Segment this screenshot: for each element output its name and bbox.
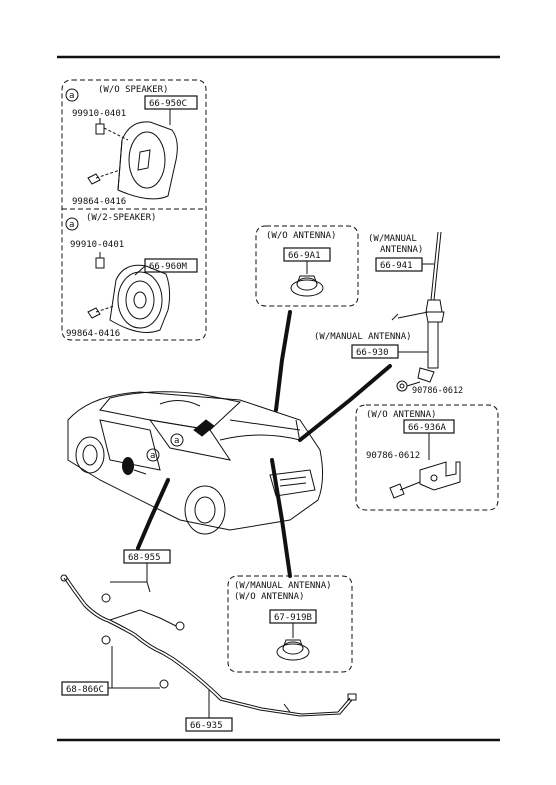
car-illustration bbox=[67, 391, 324, 535]
antenna-base-bolt-icon bbox=[396, 367, 435, 392]
wo-antenna-top-frame bbox=[255, 225, 359, 307]
manual-antenna-2-title: (W/MANUAL ANTENNA) bbox=[314, 332, 412, 342]
speaker-location-mark bbox=[122, 457, 134, 475]
wo-speaker-title: (W/O SPEAKER) bbox=[98, 85, 168, 95]
speaker-group-frame bbox=[61, 79, 207, 341]
manual-antenna-part: 66-941 bbox=[380, 261, 413, 271]
wo-speaker-bolt-top: 99910-0401 bbox=[72, 109, 126, 119]
wo-speaker-part-box bbox=[144, 95, 198, 110]
speaker-icon bbox=[109, 264, 171, 333]
manual-antenna-title-1: (W/MANUAL bbox=[368, 234, 417, 244]
manual-antenna-title-2: ANTENNA) bbox=[380, 245, 423, 255]
w2-speaker-title: (W/2-SPEAKER) bbox=[86, 213, 156, 223]
callout-a-marker-1: a bbox=[65, 88, 79, 102]
wo-speaker-bolt-bottom: 99864-0416 bbox=[72, 197, 126, 207]
leader-bottom-combo bbox=[270, 458, 292, 578]
leader-harness bbox=[136, 478, 170, 550]
svg-text:a: a bbox=[174, 436, 179, 446]
bottom-combo-part: 67-919B bbox=[274, 613, 312, 623]
clip-icon-2 bbox=[95, 252, 105, 269]
bracket-bolt-icon bbox=[389, 481, 421, 499]
svg-text:a: a bbox=[69, 220, 74, 230]
harness-clip-part: 68-866C bbox=[66, 685, 104, 695]
leader-manual-antenna bbox=[298, 364, 392, 442]
wo-antenna-right-frame bbox=[355, 404, 499, 511]
harness-icon bbox=[60, 563, 357, 717]
wo-antenna-top-title: (W/O ANTENNA) bbox=[266, 231, 336, 241]
clip-icon-1 bbox=[95, 118, 129, 141]
wo-antenna-right-part: 66-936A bbox=[408, 423, 447, 433]
bracket-icon bbox=[419, 461, 461, 491]
manual-antenna-2-part: 66-930 bbox=[356, 348, 389, 358]
manual-antenna-2-bolt: 90786-0612 bbox=[412, 386, 463, 396]
w2-speaker-part: 66-960M bbox=[149, 262, 188, 272]
svg-text:a: a bbox=[69, 91, 74, 101]
harness-main-part: 68-955 bbox=[128, 553, 161, 563]
bottom-combo-frame bbox=[227, 575, 353, 673]
callout-a-marker-car-1: a bbox=[170, 433, 184, 447]
callout-a-marker-2: a bbox=[65, 217, 79, 231]
callout-a-marker-car-2: a bbox=[146, 448, 160, 462]
screw-icon-2 bbox=[87, 305, 115, 319]
svg-text:a: a bbox=[150, 451, 155, 461]
wo-speaker-part: 66-950C bbox=[149, 99, 187, 109]
wo-antenna-right-bolt: 90786-0612 bbox=[366, 451, 420, 461]
speaker-cover-plate bbox=[117, 121, 178, 200]
bottom-combo-title-2: (W/O ANTENNA) bbox=[234, 592, 304, 602]
w2-speaker-bolt-top: 99910-0401 bbox=[70, 240, 124, 250]
antenna-mast-icon bbox=[391, 231, 445, 369]
wo-antenna-right-title: (W/O ANTENNA) bbox=[366, 410, 436, 420]
grommet-icon-1 bbox=[290, 275, 324, 297]
bottom-combo-title-1: (W/MANUAL ANTENNA) bbox=[234, 581, 332, 591]
harness-feeder-part: 66-935 bbox=[190, 721, 223, 731]
w2-speaker-bolt-bottom: 99864-0416 bbox=[66, 329, 120, 339]
wo-antenna-top-part: 66-9A1 bbox=[288, 251, 321, 261]
screw-icon-1 bbox=[87, 169, 121, 185]
grommet-icon-2 bbox=[276, 639, 310, 661]
leader-wo-antenna-top bbox=[274, 310, 292, 412]
